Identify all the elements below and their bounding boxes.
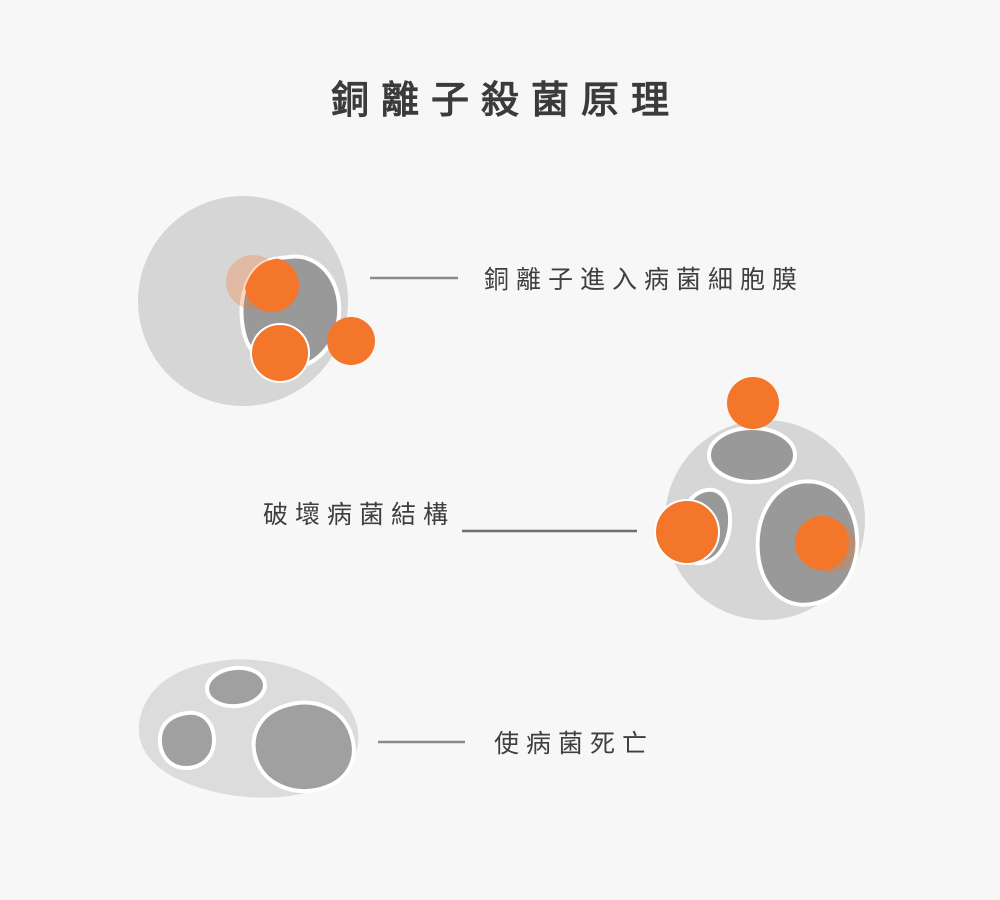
dead-bacteria-cell-diagram [138,659,465,798]
dead-organelle-top-shape [205,665,267,709]
damaged-bacteria-cell-diagram [462,377,865,620]
step-label-2: 破壞病菌結構 [263,500,456,529]
copper-ion-top [727,377,779,429]
dead-organelle-left-shape [157,710,217,771]
organelle-top-shape [707,426,797,484]
copper-ion-left [654,499,720,565]
page-title: 銅離子殺菌原理 [330,78,681,122]
copper-ion-free [327,317,375,365]
step-label-3: 使病菌死亡 [494,729,655,758]
healthy-bacteria-cell-diagram [138,196,458,406]
copper-ion-lower [250,323,310,383]
copper-ion-inside-organelle [245,258,299,312]
dead-organelle-right-shape [251,700,356,793]
step-label-1: 銅離子進入病菌細胞膜 [484,265,805,294]
copper-ion-inside-right-organelle [795,516,849,570]
